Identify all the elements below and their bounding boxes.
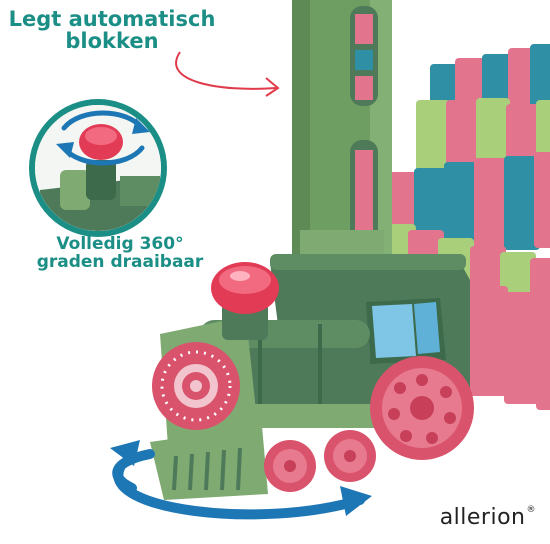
rotation-detail-inset bbox=[29, 99, 167, 237]
wheels bbox=[264, 356, 474, 492]
rotation-caption-line2: graden draaibaar bbox=[36, 251, 204, 272]
rotation-caption: Volledig 360° graden draaibaar bbox=[20, 234, 220, 272]
registered-mark: ® bbox=[526, 505, 536, 515]
rotate-360-icon bbox=[56, 110, 150, 166]
brand-name: allerion bbox=[439, 505, 526, 530]
rotation-arrow-icon bbox=[110, 440, 372, 520]
domino-tower bbox=[292, 0, 392, 262]
rotation-caption-line1: Volledig 360° bbox=[56, 234, 184, 254]
rotating-light bbox=[211, 262, 279, 340]
brand-logo: allerion® bbox=[440, 505, 536, 530]
auto-lay-caption-line1: Legt automatisch bbox=[8, 7, 216, 31]
pointer-arrow-icon bbox=[175, 51, 280, 97]
auto-lay-caption: Legt automatisch blokken bbox=[2, 8, 222, 52]
auto-lay-caption-line2: blokken bbox=[65, 29, 159, 54]
train-body bbox=[150, 254, 470, 500]
